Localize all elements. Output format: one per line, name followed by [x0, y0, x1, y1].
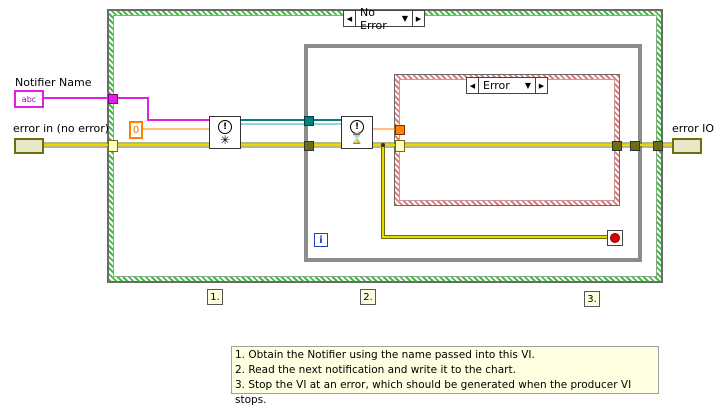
comment-box: 1. Obtain the Notifier using the name pa… [231, 346, 659, 406]
case-prev-arrow[interactable]: ◀ [344, 11, 356, 26]
error-branch-inner [382, 145, 607, 238]
error-branch-outer [381, 145, 607, 239]
case-next-arrow[interactable]: ▶ [412, 11, 424, 26]
refnum-tunnel[interactable] [304, 116, 314, 126]
inner-case-selector-label: Error [483, 79, 510, 92]
notifier-name-control[interactable]: abc [14, 90, 44, 108]
wait-on-notification-node[interactable]: ! ⌛ [341, 116, 373, 149]
inner-case-selector[interactable]: ◀ Error ▼ ▶ [466, 77, 548, 94]
iteration-terminal-label: i [319, 234, 323, 246]
notifier-name-label: Notifier Name [15, 76, 92, 89]
case-selector[interactable]: ◀ No Error ▼ ▶ [343, 6, 425, 32]
notification-case-tunnel[interactable] [395, 125, 405, 135]
stop-icon [610, 233, 620, 243]
error-in-label: error in (no error) [13, 122, 110, 135]
inner-case-structure-error[interactable] [394, 74, 620, 206]
stop-condition-terminal[interactable] [607, 230, 623, 246]
notifier-alert-icon: ! [350, 119, 364, 134]
comment-line-3: 3. Stop the VI at an error, which should… [235, 379, 632, 406]
error-case-tunnel-out[interactable] [653, 141, 663, 151]
inner-case-prev-arrow[interactable]: ◀ [467, 78, 479, 93]
obtain-notifier-node[interactable]: ! ✳ [209, 116, 241, 149]
comment-line-2: 2. Read the next notification and write … [235, 364, 516, 376]
step-label-3: 3. [584, 291, 600, 307]
iteration-terminal: i [314, 233, 328, 247]
wire-junction [381, 143, 385, 147]
inner-case-next-arrow[interactable]: ▶ [535, 78, 547, 93]
notifier-alert-icon: ! [218, 119, 232, 134]
error-loop-tunnel-out[interactable] [630, 141, 640, 151]
error-out-label: error IO [672, 122, 715, 135]
error-loop-tunnel-in[interactable] [304, 141, 314, 151]
numeric-constant[interactable]: 0 [129, 121, 143, 139]
error-out-indicator[interactable] [672, 138, 702, 154]
error-in-control[interactable] [14, 138, 44, 154]
comment-line-1: 1. Obtain the Notifier using the name pa… [235, 349, 535, 361]
string-wire [42, 97, 210, 121]
step-label-1: 1. [207, 289, 223, 305]
case-dropdown-icon[interactable]: ▼ [401, 14, 408, 23]
sparkle-icon: ✳ [219, 132, 231, 147]
string-type-text: abc [21, 94, 37, 104]
step-label-2: 2. [360, 289, 376, 305]
case-selector-terminal[interactable] [108, 140, 118, 152]
hourglass-icon: ⌛ [350, 133, 364, 145]
case-selector-label: No Error [360, 5, 387, 32]
string-tunnel[interactable] [108, 94, 118, 104]
numeric-constant-value: 0 [132, 124, 140, 136]
error-inner-case-tunnel-out[interactable] [612, 141, 622, 151]
inner-case-selector-terminal[interactable] [395, 140, 405, 152]
inner-case-dropdown-icon[interactable]: ▼ [524, 81, 531, 90]
